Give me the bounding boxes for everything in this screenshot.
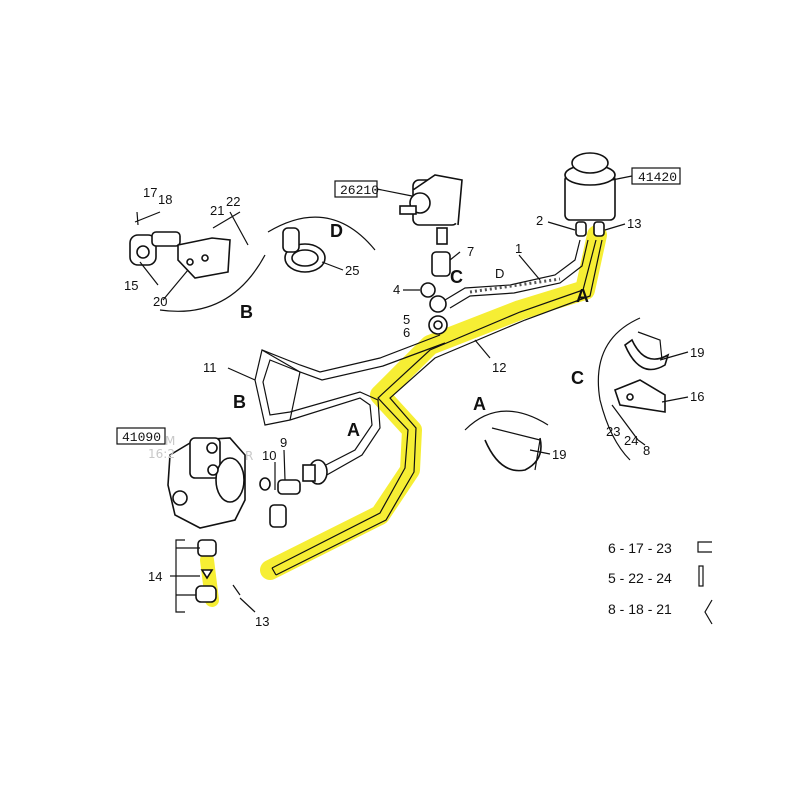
- detail-d: [267, 216, 376, 273]
- bracket-14: [170, 539, 200, 613]
- svg-text:C: C: [450, 267, 463, 287]
- compressor: [167, 437, 246, 529]
- svg-text:C: C: [571, 368, 584, 388]
- svg-text:19: 19: [552, 447, 566, 462]
- svg-text:13: 13: [627, 216, 641, 231]
- svg-text:11: 11: [203, 360, 217, 375]
- svg-text:9: 9: [280, 435, 287, 450]
- svg-text:16:2: 16:2: [148, 447, 175, 461]
- compressor-ref-box: 41090: [116, 427, 166, 445]
- part-numbers: 1 2 4 5 6 7 8 9 10 11 12 13 13 14 15 16 …: [124, 185, 704, 629]
- svg-text:6: 6: [403, 325, 410, 340]
- power-steering-pump: [399, 174, 463, 245]
- reservoir-ref-box: 41420: [611, 167, 681, 185]
- svg-text:10: 10: [262, 448, 276, 463]
- pipe-11: [254, 334, 446, 477]
- banjo-fitting: [259, 459, 328, 528]
- svg-text:19: 19: [690, 345, 704, 360]
- bracket-icon: [697, 541, 712, 553]
- svg-text:23: 23: [606, 424, 620, 439]
- svg-text:18: 18: [158, 192, 172, 207]
- svg-text:1: 1: [515, 241, 522, 256]
- compressor-ref-label: 41090: [122, 430, 161, 445]
- svg-text:15: 15: [124, 278, 138, 293]
- svg-text:2: 2: [536, 213, 543, 228]
- svg-text:22: 22: [226, 194, 240, 209]
- fitting-14-stack: [195, 539, 241, 603]
- leader-lines: [139, 221, 689, 613]
- legend-row-2: 5 - 22 - 24: [608, 570, 672, 586]
- detail-b: [129, 211, 266, 312]
- svg-text:8: 8: [643, 443, 650, 458]
- fitting-stack: [420, 251, 451, 335]
- svg-text:24: 24: [624, 433, 638, 448]
- svg-text:4: 4: [393, 282, 400, 297]
- svg-text:14: 14: [148, 569, 162, 584]
- svg-text:12: 12: [492, 360, 506, 375]
- svg-text:B: B: [240, 302, 253, 322]
- svg-text:20: 20: [153, 294, 167, 309]
- svg-text:R: R: [245, 449, 253, 463]
- section-letters: A A A B B C C D D: [233, 221, 589, 440]
- svg-text:13: 13: [255, 614, 269, 629]
- reservoir-ref-label: 41420: [638, 170, 677, 185]
- detail-a: [464, 410, 549, 472]
- svg-text:B: B: [233, 392, 246, 412]
- svg-text:5: 5: [403, 312, 410, 327]
- svg-text:17: 17: [143, 185, 157, 200]
- detail-c: [597, 317, 670, 461]
- fluid-reservoir: [564, 152, 616, 237]
- legend-row-1: 6 - 17 - 23: [608, 540, 672, 556]
- svg-text:M: M: [165, 434, 175, 448]
- pump-ref-box: 26210: [334, 180, 413, 198]
- svg-text:16: 16: [690, 389, 704, 404]
- svg-text:A: A: [347, 420, 360, 440]
- svg-text:21: 21: [210, 203, 224, 218]
- chevron-icon: [704, 599, 713, 625]
- svg-text:7: 7: [467, 244, 474, 259]
- svg-text:A: A: [473, 394, 486, 414]
- pump-ref-label: 26210: [340, 183, 379, 198]
- legend-table: 6 - 17 - 23 5 - 22 - 24 8 - 18 - 21: [608, 540, 713, 625]
- svg-text:D: D: [330, 221, 343, 241]
- svg-text:D: D: [495, 266, 504, 281]
- watermark: M 16:2 R: [148, 434, 253, 463]
- legend-row-3: 8 - 18 - 21: [608, 601, 672, 617]
- hose-12: [271, 239, 603, 576]
- svg-text:25: 25: [345, 263, 359, 278]
- hose-1: [444, 239, 589, 309]
- bar-icon: [698, 565, 704, 587]
- svg-text:A: A: [576, 286, 589, 306]
